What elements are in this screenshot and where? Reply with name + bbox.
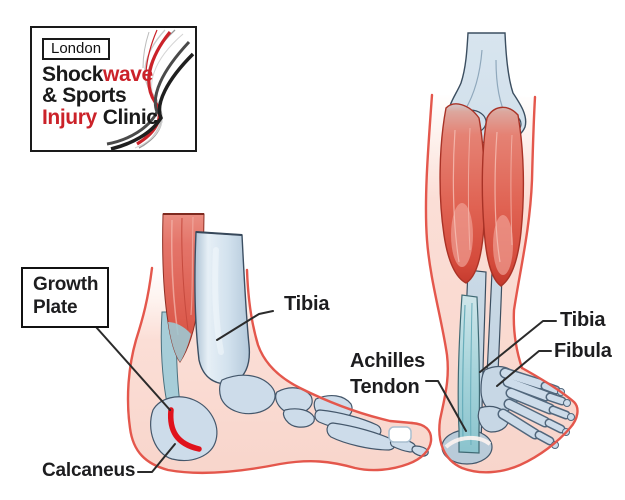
muscle-streak	[181, 217, 189, 331]
logo-word-clinic: Clinic	[102, 106, 158, 129]
metatarsal-bone	[326, 422, 396, 451]
muscle-streak	[494, 131, 501, 263]
growth-plate-leader-line	[87, 317, 171, 411]
side-skin-outline	[126, 266, 433, 475]
muscle-streak	[468, 127, 471, 251]
logo-location-badge: London	[42, 38, 111, 60]
muscle-streak	[452, 129, 460, 263]
muscle-highlight	[451, 203, 473, 267]
fibula-back-leader-line	[496, 350, 552, 387]
logo-word-injury: Injury	[42, 106, 97, 129]
logo-swoosh-graphic	[106, 29, 195, 150]
achilles-leader-line	[425, 380, 467, 432]
tibia-side-label: Tibia	[284, 293, 330, 315]
calcaneus-label: Calcaneus	[42, 460, 136, 481]
achilles-tendon-label: Achilles Tendon	[350, 350, 426, 398]
tendon-streak	[470, 302, 473, 446]
calcaneus-bone	[150, 396, 218, 461]
talus-bone	[219, 374, 276, 415]
back-skin-outline	[424, 93, 579, 474]
back-leg-illustration	[424, 32, 579, 474]
side-tibia-bone	[194, 231, 251, 385]
heel-apophysis-line	[444, 436, 492, 449]
muscle-streak	[171, 219, 179, 336]
toes	[536, 383, 569, 444]
side-foot-bones	[150, 374, 429, 461]
tibia-highlight	[212, 247, 224, 355]
toenail	[388, 426, 412, 443]
logo-location-text: London	[51, 40, 102, 57]
side-muscle-tendon-tip	[168, 322, 191, 362]
calcaneus-leader-line	[137, 443, 176, 473]
tibia-side-leader-line	[216, 310, 274, 341]
tibia-back-leader-line	[479, 320, 557, 373]
muscle-streak	[190, 216, 194, 316]
growth-plate-label: Growth Plate	[21, 267, 109, 328]
logo-word-shock: Shock	[42, 63, 104, 86]
fibula-back-label: Fibula	[554, 340, 612, 362]
gastrocnemius-right	[481, 106, 525, 287]
bone-crease	[464, 49, 483, 111]
side-foot-illustration	[126, 213, 433, 475]
muscle-highlight	[493, 215, 513, 275]
growth-plate-highlight	[167, 407, 202, 452]
back-achilles-tendon	[457, 294, 480, 454]
muscle-streak	[510, 134, 513, 246]
navicular-bone	[275, 387, 313, 415]
side-tibia-top-cut	[195, 231, 243, 236]
midfoot-bone	[282, 408, 315, 428]
tibia-back-label: Tibia	[560, 309, 606, 331]
logo-line-shockwave: Shockwave	[42, 64, 153, 85]
logo-line-sports: & Sports	[42, 84, 127, 107]
logo-word-wave: wave	[103, 63, 153, 86]
